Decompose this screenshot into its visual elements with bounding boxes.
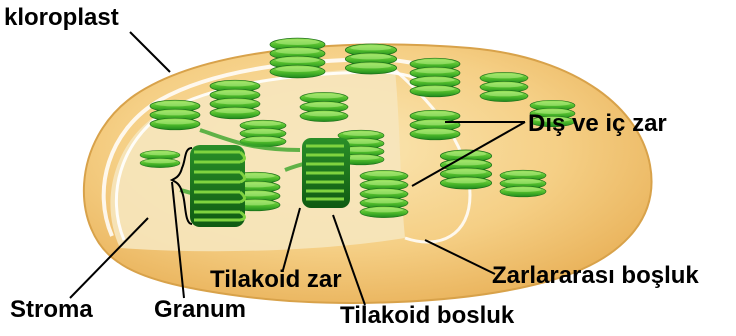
granum-cutaway-middle <box>302 138 350 208</box>
label-tilakoid-zar: Tilakoid zar <box>210 268 342 292</box>
label-kloroplast: kloroplast <box>4 6 119 30</box>
label-zarlararasi-bosluk: Zarlararası boşluk <box>492 264 699 288</box>
label-granum: Granum <box>154 298 246 322</box>
granum-cutaway <box>190 145 245 227</box>
label-stroma: Stroma <box>10 298 93 322</box>
label-dis-ve-ic-zar: Dış ve iç zar <box>528 112 667 136</box>
label-tilakoid-bosluk: Tilakoid bosluk <box>340 304 514 328</box>
